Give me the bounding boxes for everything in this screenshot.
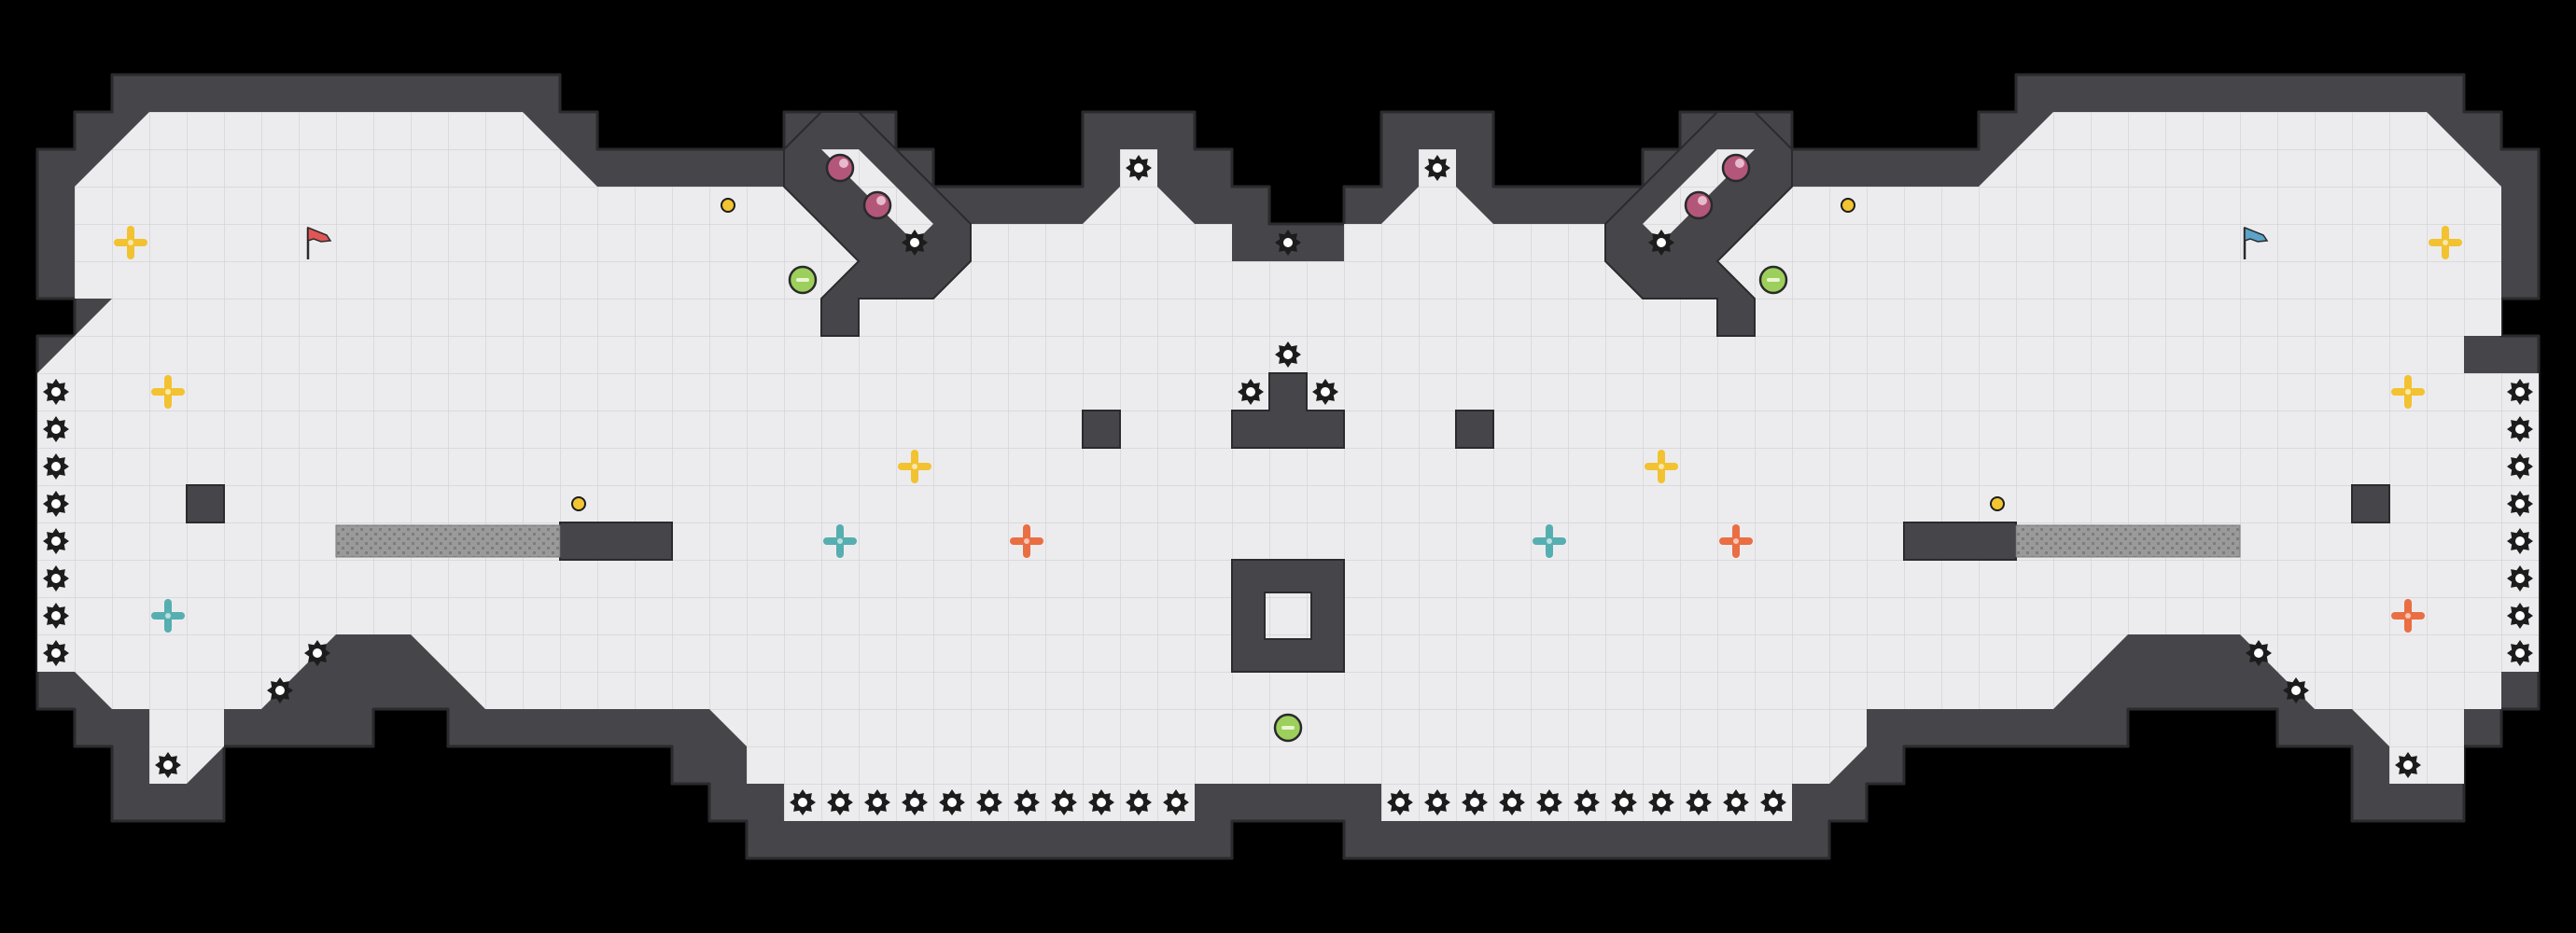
- teal-plus-icon: [151, 599, 185, 633]
- wall-bar-right: [1903, 522, 2017, 561]
- wall-bar-left: [559, 522, 673, 561]
- spike-icon: [2507, 603, 2533, 629]
- spike-icon: [304, 640, 330, 666]
- ball-icon: [1273, 713, 1303, 743]
- spike-icon: [1163, 789, 1189, 815]
- spike-icon: [1126, 789, 1152, 815]
- spike-icon: [43, 603, 69, 629]
- spike-icon: [827, 789, 853, 815]
- spike-icon: [1088, 789, 1114, 815]
- spike-icon: [1387, 789, 1413, 815]
- spike-icon: [1051, 789, 1077, 815]
- potion-icon: [862, 190, 892, 220]
- block-center-top: [1231, 372, 1345, 449]
- spike-icon: [1275, 341, 1301, 368]
- spike-icon: [1275, 230, 1301, 256]
- potion-icon: [825, 153, 855, 183]
- spike-icon: [43, 528, 69, 554]
- potion-icon: [1684, 190, 1714, 220]
- yellow-plus-icon: [2429, 226, 2462, 259]
- yellow-plus-icon: [1645, 450, 1678, 483]
- spike-icon: [1424, 789, 1450, 815]
- ball-icon: [788, 265, 818, 295]
- spike-icon: [43, 379, 69, 405]
- spike-icon: [2507, 379, 2533, 405]
- orange-plus-icon: [1010, 524, 1043, 558]
- teal-plus-icon: [823, 524, 857, 558]
- spike-icon: [902, 789, 928, 815]
- spike-icon: [2507, 565, 2533, 592]
- spike-icon: [1611, 789, 1637, 815]
- spike-icon: [1312, 379, 1338, 405]
- spike-icon: [1238, 379, 1264, 405]
- red-flag-icon: [306, 226, 332, 259]
- ball-icon: [1758, 265, 1788, 295]
- spike-icon: [1686, 789, 1712, 815]
- spike-icon: [1499, 789, 1525, 815]
- spike-icon: [2507, 640, 2533, 666]
- spike-icon: [864, 789, 890, 815]
- blue-flag-icon: [2243, 226, 2269, 259]
- spike-icon: [1424, 155, 1450, 181]
- vent-row-left: [335, 524, 561, 558]
- vent-row-right: [2015, 524, 2241, 558]
- spike-icon: [43, 640, 69, 666]
- yellow-plus-icon: [2391, 375, 2425, 409]
- spike-icon: [1574, 789, 1600, 815]
- spike-icon: [2507, 453, 2533, 480]
- spike-icon: [1648, 230, 1674, 256]
- potion-icon: [1721, 153, 1751, 183]
- coin-icon: [571, 496, 586, 511]
- spike-icon: [2507, 491, 2533, 517]
- block-left-small: [186, 484, 225, 523]
- spike-icon: [2507, 416, 2533, 442]
- teal-plus-icon: [1533, 524, 1566, 558]
- yellow-plus-icon: [114, 226, 147, 259]
- spike-icon: [790, 789, 816, 815]
- block-center-hollow: [1231, 559, 1345, 673]
- coin-icon: [1841, 198, 1855, 213]
- yellow-plus-icon: [151, 375, 185, 409]
- arena-floor: [37, 112, 2539, 821]
- coin-icon: [721, 198, 735, 213]
- spike-icon: [1536, 789, 1562, 815]
- spike-icon: [1723, 789, 1749, 815]
- spike-icon: [1760, 789, 1786, 815]
- spike-icon: [1126, 155, 1152, 181]
- spike-icon: [2246, 640, 2272, 666]
- spike-icon: [43, 416, 69, 442]
- spike-icon: [43, 565, 69, 592]
- orange-plus-icon: [1719, 524, 1753, 558]
- block-center-right: [1455, 410, 1494, 449]
- coin-icon: [1990, 496, 2005, 511]
- spike-icon: [43, 453, 69, 480]
- spike-icon: [2507, 528, 2533, 554]
- spike-icon: [902, 230, 928, 256]
- spike-icon: [1462, 789, 1488, 815]
- spike-icon: [1648, 789, 1674, 815]
- spike-icon: [2283, 677, 2309, 703]
- yellow-plus-icon: [898, 450, 931, 483]
- spike-icon: [976, 789, 1002, 815]
- spike-icon: [43, 491, 69, 517]
- orange-plus-icon: [2391, 599, 2425, 633]
- spike-icon: [1014, 789, 1040, 815]
- block-right-small: [2351, 484, 2390, 523]
- spike-icon: [939, 789, 965, 815]
- spike-icon: [155, 752, 181, 778]
- spike-icon: [267, 677, 293, 703]
- spike-icon: [2395, 752, 2421, 778]
- block-center-left: [1082, 410, 1121, 449]
